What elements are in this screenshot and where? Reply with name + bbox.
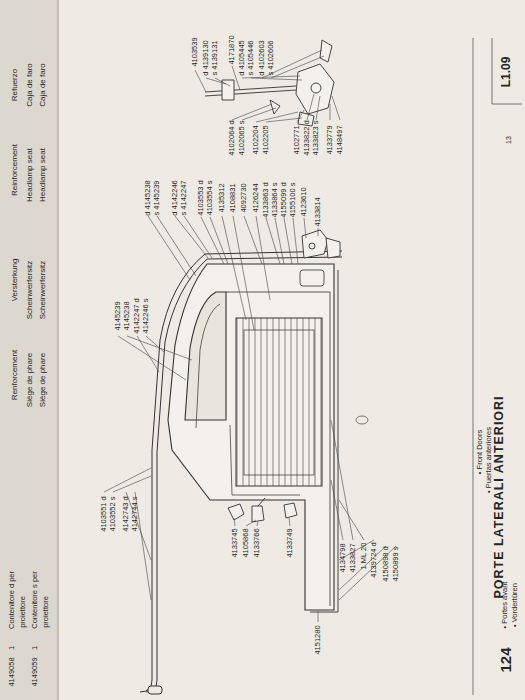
- part-number: 4092730: [240, 183, 248, 212]
- part-number: 4133827: [349, 543, 357, 572]
- part-number: 4171870: [228, 35, 236, 64]
- part-number: 4150899 s: [392, 546, 400, 581]
- part-number: d 4139130: [202, 40, 210, 75]
- part-number: s 4102606: [267, 40, 275, 75]
- part-number: 4102064 d: [228, 120, 236, 155]
- part-number: 4133822 d: [303, 120, 311, 155]
- part-number: 4102205: [262, 125, 270, 154]
- part-number: 4142744 s: [131, 496, 139, 531]
- lock-mechanism: [205, 40, 334, 126]
- page-heading-text: • Vordertüren: [511, 583, 519, 627]
- facing-page-text: proiettore: [19, 596, 27, 628]
- part-number: d 4105445: [238, 40, 246, 75]
- part-number: 4102065 s: [238, 120, 246, 155]
- part-number: d 4142246: [171, 180, 179, 215]
- part-number: 4108831: [229, 183, 237, 212]
- trim-panel: [230, 318, 322, 495]
- facing-page-text: 1: [8, 646, 16, 650]
- part-number: 4103553 d: [197, 180, 205, 215]
- part-number: 4133745: [231, 528, 239, 557]
- part-number: 4133779: [326, 125, 334, 154]
- door-weatherstrip: [310, 270, 338, 612]
- facing-page-text: 4149059: [31, 657, 39, 686]
- hinge: [302, 230, 340, 258]
- part-number: 4102204: [252, 125, 260, 154]
- facing-page-text: Caja de faro: [39, 63, 47, 107]
- part-number: 4151280: [314, 625, 322, 654]
- facing-page-text: proiettore: [42, 596, 50, 628]
- facing-page-text: Scheinwerfersitz: [26, 261, 34, 320]
- column-rule: [473, 38, 474, 695]
- part-number: 4105868: [242, 528, 250, 557]
- handle-parts: [228, 498, 297, 522]
- part-number: 4133749: [286, 528, 294, 557]
- page-heading-text: • Front Doors: [476, 430, 484, 474]
- catalog-mark: [356, 416, 368, 424]
- part-number: 4142246 s: [142, 298, 150, 333]
- part-number: 4126244: [252, 183, 260, 212]
- facing-page-text: Versterkung: [11, 259, 19, 302]
- part-number: 4145238: [123, 301, 131, 330]
- page-heading-text: L1.09: [500, 57, 512, 88]
- page-heading-text: • Puertas anteriores: [485, 427, 493, 493]
- part-number: 4150898 d: [382, 546, 390, 581]
- part-number: 4155100 s: [289, 182, 297, 217]
- facing-page-text: Contenitore d per: [8, 571, 16, 629]
- part-number: 4102771: [293, 125, 301, 154]
- part-number: s 4139131: [211, 40, 219, 75]
- part-number: 1 ML 20: [360, 543, 368, 570]
- facing-page-text: Scheinwerfersitz: [39, 261, 47, 320]
- page-heading-text: 124: [498, 647, 513, 672]
- part-number: 4134798: [339, 543, 347, 572]
- facing-page-text: Reinforcement: [11, 144, 19, 196]
- part-number: 4135312: [218, 183, 226, 212]
- part-number: 4103554 s: [206, 180, 214, 215]
- part-number: 4142247 d: [133, 298, 141, 333]
- part-number: s 4142247: [180, 180, 188, 215]
- facing-page: [0, 0, 58, 700]
- part-number: 4155099 d: [280, 182, 288, 217]
- part-number: 4133766: [253, 528, 261, 557]
- facing-page-text: Caja de faro: [26, 63, 34, 107]
- part-number: 4103551 d: [100, 496, 108, 531]
- door-shell: [168, 264, 334, 610]
- part-number: s 4105446: [247, 40, 255, 75]
- part-number: 4145239: [114, 301, 122, 330]
- leader-lines: [104, 50, 396, 622]
- part-number: 4103539: [191, 37, 199, 66]
- page-heading-text: • Portes avant: [501, 582, 509, 629]
- page-heading-text: 13: [505, 136, 512, 144]
- part-number: d 4145238: [144, 180, 152, 215]
- facing-page-text: Headlamp seat: [26, 148, 34, 202]
- part-number: 4133823 s: [312, 120, 320, 155]
- page-title: PORTE LATERALI ANTERIORI: [493, 395, 506, 598]
- door-seal: [140, 251, 342, 694]
- facing-page-text: Contenitore s per: [31, 571, 39, 629]
- facing-page-text: Refuerzo: [11, 69, 19, 101]
- facing-page-text: Headlamp seat: [39, 148, 47, 202]
- part-number: 4139724 d: [370, 542, 378, 577]
- facing-page-text: Siège de phare: [26, 353, 34, 407]
- glass-run: [196, 304, 220, 428]
- part-number: 4133864 s: [271, 182, 279, 217]
- part-number: s 4145239: [153, 180, 161, 215]
- part-number: d 4102603: [258, 40, 266, 75]
- part-number: 4133814: [314, 197, 322, 226]
- part-number: 4142743 d: [122, 496, 130, 531]
- part-number: 4103552 s: [109, 496, 117, 531]
- facing-page-text: Siège de phare: [39, 353, 47, 407]
- facing-page-text: Renforcement: [11, 350, 19, 400]
- facing-page-text: 1: [31, 646, 39, 650]
- part-number: 4148497: [336, 125, 344, 154]
- facing-page-text: 4149058: [8, 657, 16, 686]
- part-number: 4123610: [300, 187, 308, 216]
- part-number: 4133863 d: [262, 182, 270, 217]
